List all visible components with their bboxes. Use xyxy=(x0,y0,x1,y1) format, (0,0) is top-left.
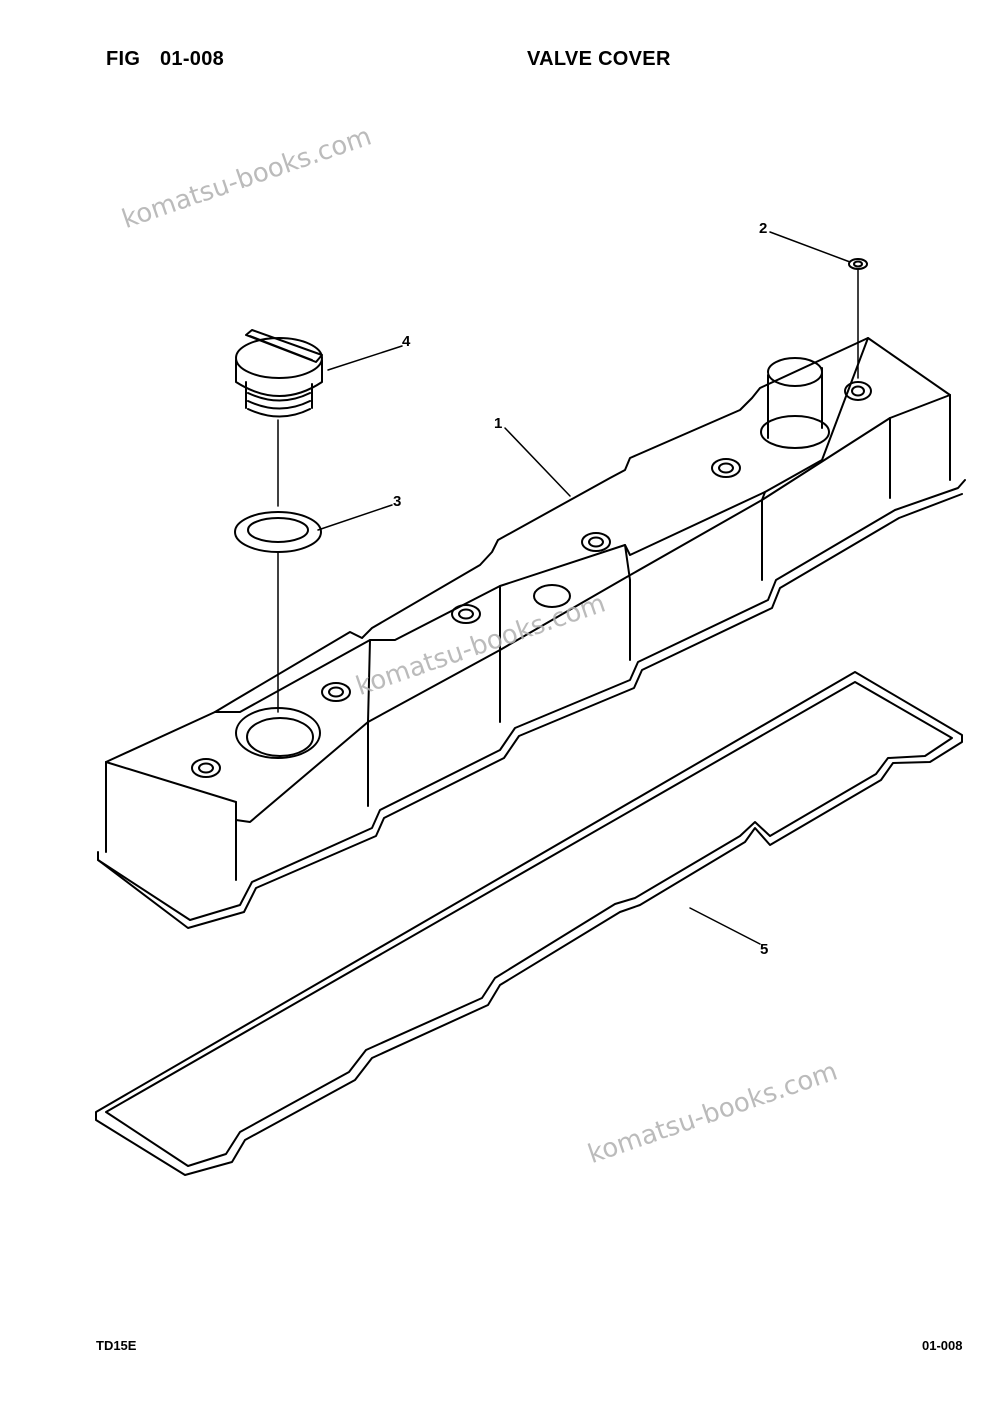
valve-cover-body xyxy=(97,337,966,929)
callout-1: 1 xyxy=(494,415,502,432)
figure-title: VALVE COVER xyxy=(527,48,671,70)
leader-lines xyxy=(317,231,851,945)
washer-part-2 xyxy=(848,258,868,379)
callout-3: 3 xyxy=(393,493,401,510)
callout-2: 2 xyxy=(759,220,767,237)
callout-5: 5 xyxy=(760,941,768,958)
figure-label: FIG xyxy=(106,48,141,70)
figure-number: 01-008 xyxy=(160,48,225,70)
callout-4: 4 xyxy=(402,333,411,350)
footer-model: TD15E xyxy=(96,1338,137,1353)
gasket-part-5 xyxy=(95,671,963,1176)
seal-ring-part-3 xyxy=(234,511,322,713)
footer-page-number: 01-008 xyxy=(922,1338,963,1353)
filler-cap-part-4 xyxy=(235,329,323,507)
